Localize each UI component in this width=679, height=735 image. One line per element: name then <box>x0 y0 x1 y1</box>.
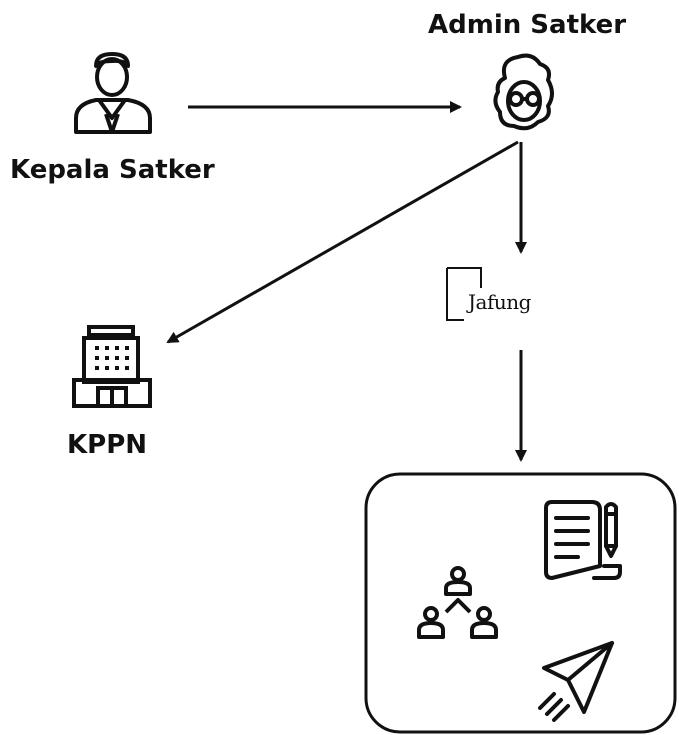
manager-person-icon <box>74 52 152 134</box>
kepala-satker-label: Kepala Satker <box>10 155 215 185</box>
services-box <box>364 472 677 734</box>
app-label: Jafung <box>468 290 531 314</box>
document-edit-icon <box>544 500 622 580</box>
team-hierarchy-icon <box>417 566 498 639</box>
admin-satker-label: Admin Satker <box>428 10 627 40</box>
paper-plane-send-icon <box>538 641 614 722</box>
edge-admin-to-kppn <box>166 140 519 344</box>
application-logo-icon <box>446 267 482 321</box>
kppn-label: KPPN <box>67 430 148 460</box>
admin-person-glasses-icon <box>493 53 554 131</box>
office-building-icon <box>72 325 152 408</box>
